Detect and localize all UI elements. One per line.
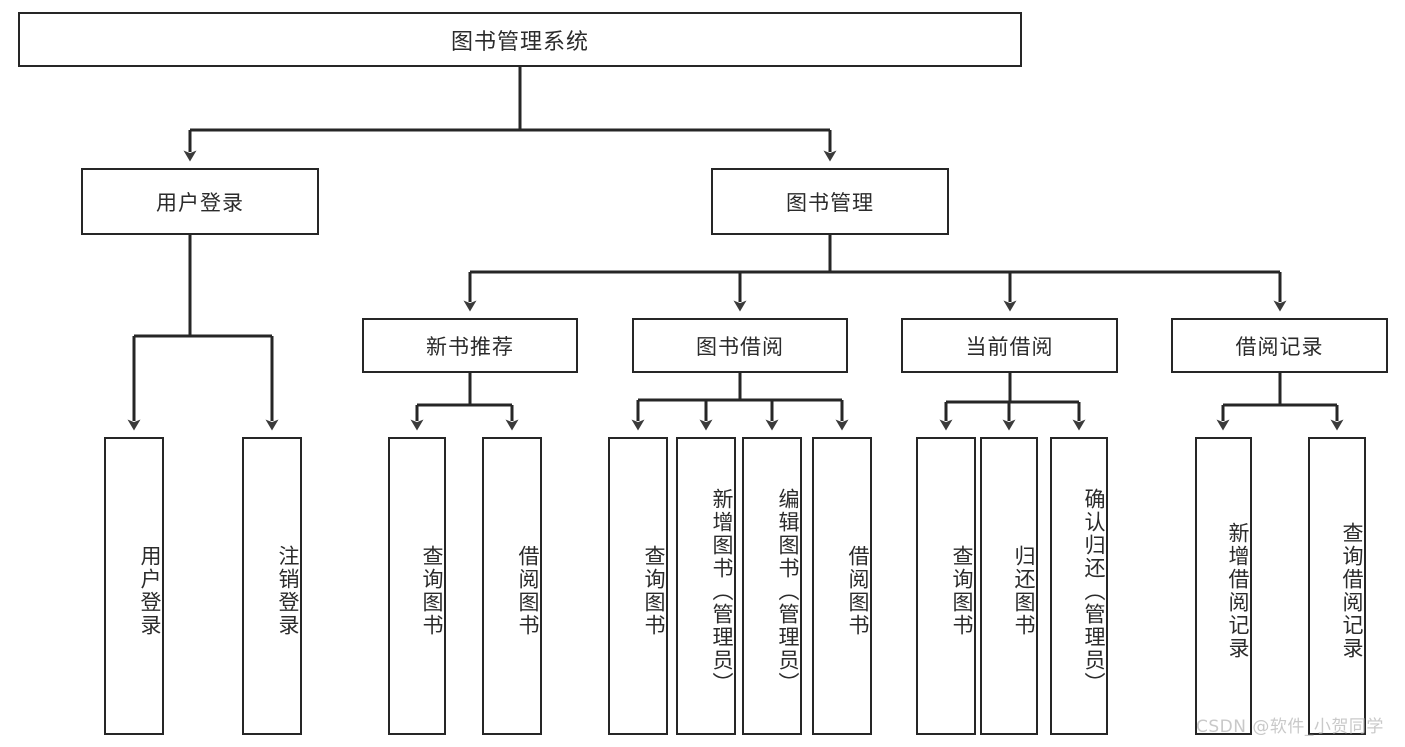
node-leaf-10[interactable]: 确认归还（管理员） bbox=[1050, 437, 1108, 735]
node-leaf-2[interactable]: 查询图书 bbox=[388, 437, 446, 735]
node-leaf-1[interactable]: 注销登录 bbox=[242, 437, 302, 735]
node-level1-1[interactable]: 图书管理 bbox=[711, 168, 949, 235]
node-leaf-3[interactable]: 借阅图书 bbox=[482, 437, 542, 735]
node-leaf-9[interactable]: 归还图书 bbox=[980, 437, 1038, 735]
node-level2-1[interactable]: 图书借阅 bbox=[632, 318, 848, 373]
node-root[interactable]: 图书管理系统 bbox=[18, 12, 1022, 67]
watermark: CSDN @软件_小贺同学 bbox=[1196, 717, 1384, 737]
node-leaf-12[interactable]: 查询借阅记录 bbox=[1308, 437, 1366, 735]
node-leaf-4[interactable]: 查询图书 bbox=[608, 437, 668, 735]
node-leaf-8[interactable]: 查询图书 bbox=[916, 437, 976, 735]
node-leaf-11[interactable]: 新增借阅记录 bbox=[1195, 437, 1252, 735]
node-level1-0[interactable]: 用户登录 bbox=[81, 168, 319, 235]
node-level2-0[interactable]: 新书推荐 bbox=[362, 318, 578, 373]
node-leaf-6[interactable]: 编辑图书（管理员） bbox=[742, 437, 802, 735]
node-leaf-7[interactable]: 借阅图书 bbox=[812, 437, 872, 735]
node-level2-3[interactable]: 借阅记录 bbox=[1171, 318, 1388, 373]
node-leaf-0[interactable]: 用户登录 bbox=[104, 437, 164, 735]
node-level2-2[interactable]: 当前借阅 bbox=[901, 318, 1118, 373]
node-leaf-5[interactable]: 新增图书（管理员） bbox=[676, 437, 736, 735]
